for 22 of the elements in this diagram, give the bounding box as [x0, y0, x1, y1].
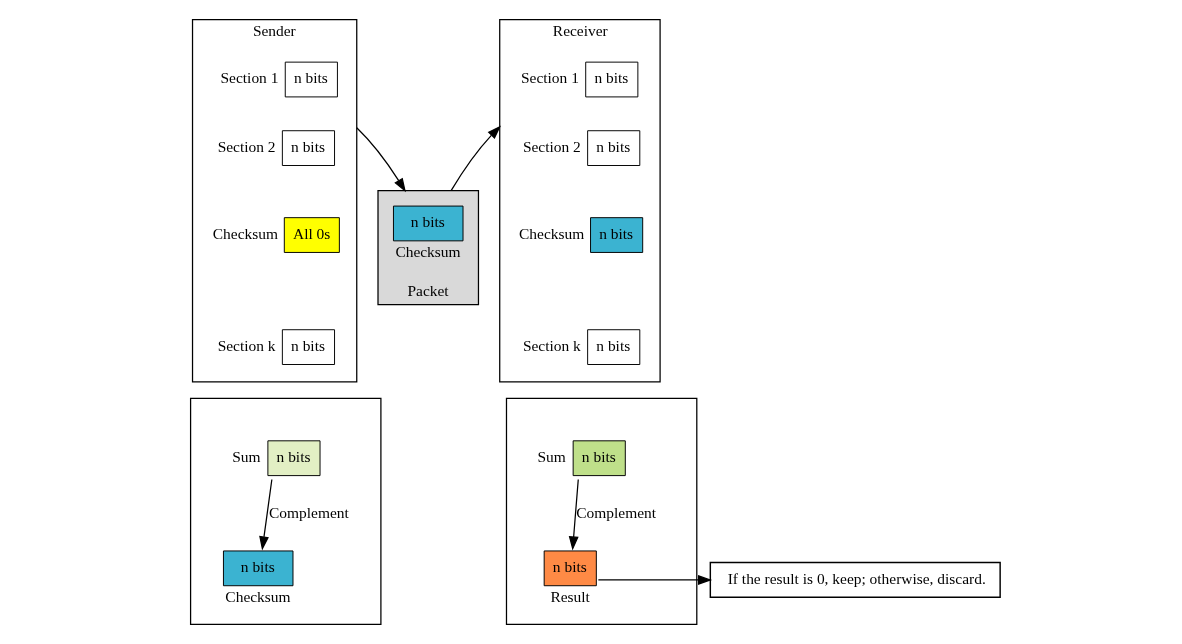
- node-box: If the result is 0, keep; otherwise, discard.: [709, 561, 1001, 599]
- node-label: Checksum: [212, 224, 278, 242]
- edge-label: Complement: [575, 503, 656, 521]
- node-label: Result: [549, 587, 590, 605]
- node-label: Section 1: [520, 69, 579, 87]
- cluster: [189, 397, 382, 625]
- arrow: [258, 478, 272, 551]
- node-label: Checksum: [224, 587, 291, 605]
- edge-label: Complement: [268, 503, 349, 521]
- arrow: [450, 125, 501, 192]
- node-label: Section 2: [522, 137, 581, 155]
- node-label: Section k: [217, 336, 276, 354]
- node-label: Sum: [536, 447, 566, 465]
- node-label: Section k: [522, 336, 581, 354]
- arrow: [597, 575, 712, 585]
- node-label: Sum: [231, 447, 260, 465]
- node-label: Section 2: [217, 137, 276, 155]
- node-label: Checksum: [518, 224, 584, 242]
- arrow: [355, 127, 406, 193]
- node-label: Checksum: [394, 243, 461, 261]
- arrow: [568, 478, 579, 551]
- node-label: Section 1: [220, 69, 278, 87]
